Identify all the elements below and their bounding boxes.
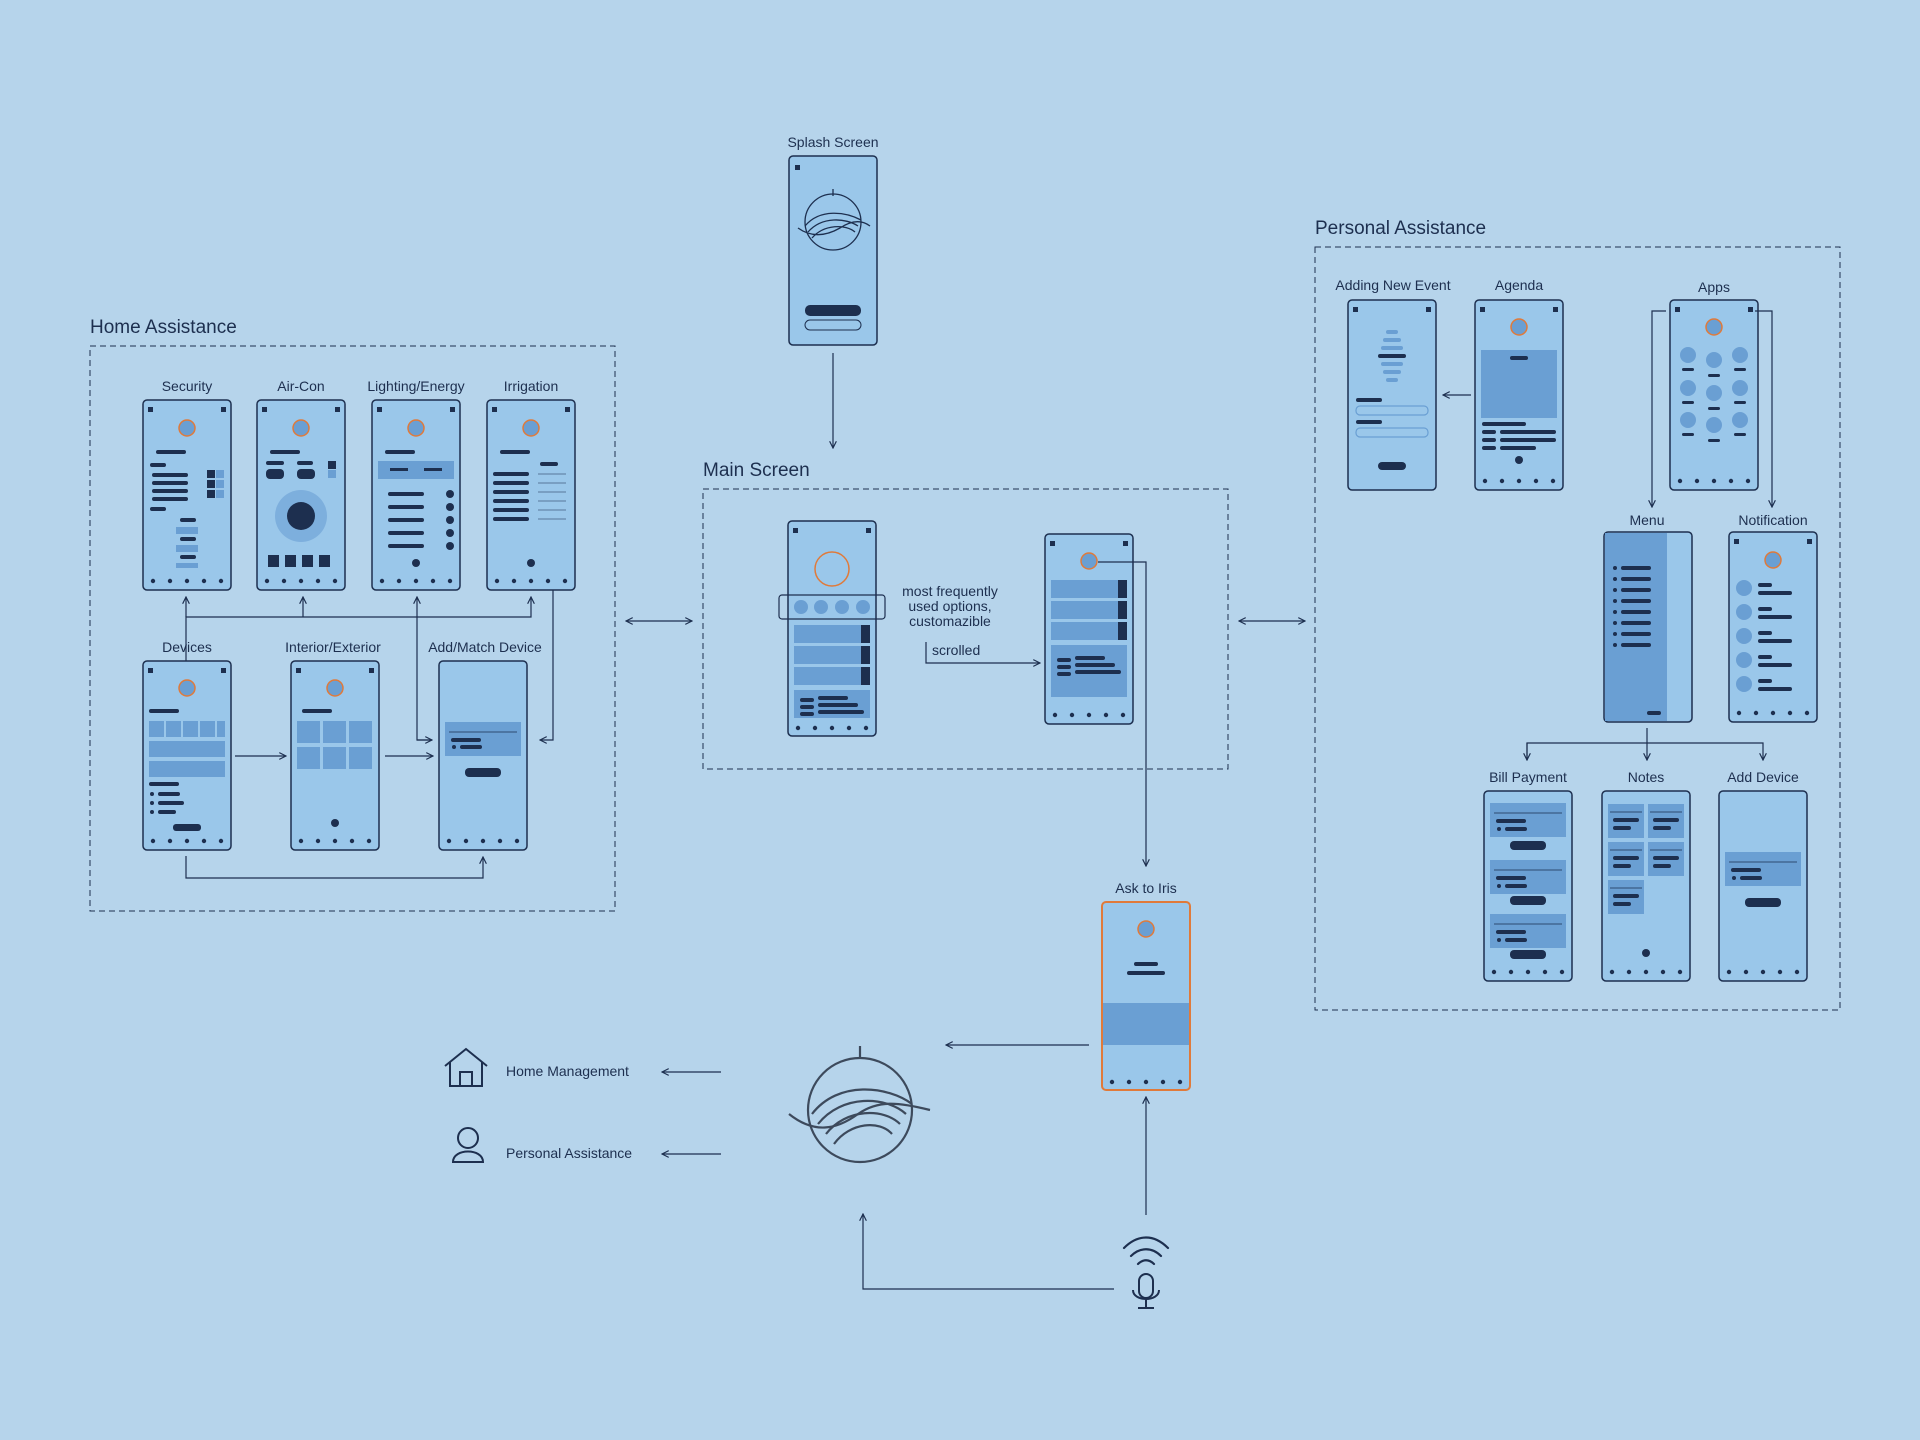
label-ask-iris: Ask to Iris <box>1115 880 1176 896</box>
screen-aircon <box>256 399 346 591</box>
screen-security <box>142 399 232 591</box>
note-frequent-3: customazible <box>909 613 991 629</box>
label-notes: Notes <box>1628 769 1665 785</box>
wireless-icon <box>1122 1236 1170 1266</box>
screen-agenda <box>1474 299 1564 491</box>
home-assistance-frame <box>89 345 616 912</box>
logo-icon <box>797 189 871 251</box>
section-title-main: Main Screen <box>703 460 810 481</box>
label-notification: Notification <box>1738 512 1807 528</box>
label-apps: Apps <box>1698 279 1730 295</box>
screen-notes <box>1601 790 1691 982</box>
screen-ask-iris <box>1101 901 1191 1091</box>
note-frequent-2: used options, <box>908 598 991 614</box>
section-title-home: Home Assistance <box>90 317 237 338</box>
label-security: Security <box>162 378 213 394</box>
screen-apps <box>1669 299 1759 491</box>
label-irrigation: Irrigation <box>504 378 558 394</box>
label-splash: Splash Screen <box>787 134 878 150</box>
label-devices: Devices <box>162 639 212 655</box>
main-screen-frame <box>702 488 1229 770</box>
screen-main-scrolled <box>1044 533 1134 725</box>
screen-bill <box>1483 790 1573 982</box>
screen-notification <box>1728 531 1818 723</box>
label-aircon: Air-Con <box>277 378 324 394</box>
screen-main-home <box>778 520 886 737</box>
screen-lighting <box>371 399 461 591</box>
screen-add-match <box>438 660 528 851</box>
label-menu: Menu <box>1629 512 1664 528</box>
label-agenda: Agenda <box>1495 277 1543 293</box>
screen-add-device <box>1718 790 1808 982</box>
label-adding-event: Adding New Event <box>1335 277 1450 293</box>
logo-icon <box>788 1046 931 1164</box>
legend-home-management: Home Management <box>506 1063 629 1079</box>
person-icon <box>451 1127 485 1163</box>
label-interior: Interior/Exterior <box>285 639 381 655</box>
label-lighting: Lighting/Energy <box>367 378 464 394</box>
label-add-match: Add/Match Device <box>428 639 542 655</box>
screen-devices <box>142 660 232 851</box>
screen-interior <box>290 660 380 851</box>
label-add-device: Add Device <box>1727 769 1799 785</box>
screen-menu <box>1603 531 1693 723</box>
label-bill: Bill Payment <box>1489 769 1567 785</box>
microphone-icon <box>1132 1273 1160 1309</box>
legend-personal-assistance: Personal Assistance <box>506 1145 632 1161</box>
note-frequent-1: most frequently <box>902 583 998 599</box>
screen-adding-event <box>1347 299 1437 491</box>
note-scrolled: scrolled <box>932 642 980 658</box>
screen-splash <box>788 155 878 346</box>
screen-irrigation <box>486 399 576 591</box>
personal-assistance-frame <box>1314 246 1841 1011</box>
section-title-personal: Personal Assistance <box>1315 218 1486 239</box>
home-icon <box>444 1047 488 1087</box>
